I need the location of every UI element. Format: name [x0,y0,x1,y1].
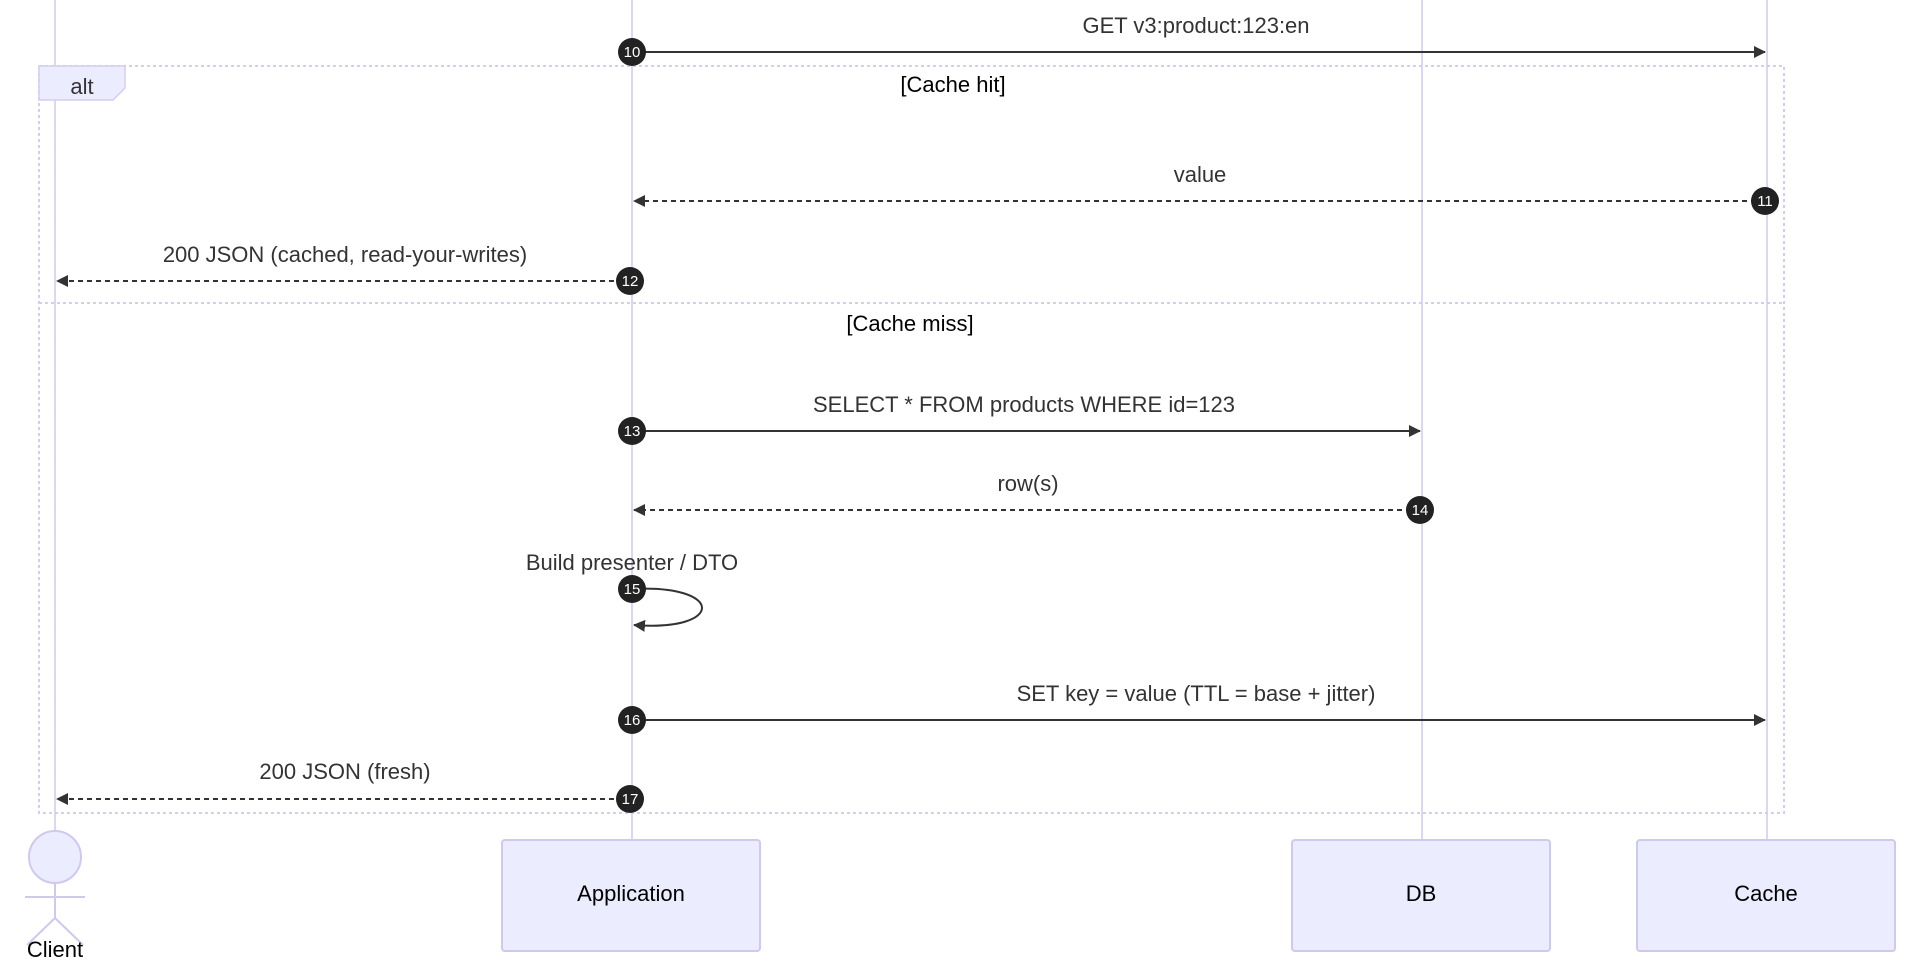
actor-db[interactable]: DB [1291,839,1551,952]
actor-label: DB [1406,881,1437,906]
message-label: SELECT * FROM products WHERE id=123 [813,392,1235,417]
message-15: Build presenter / DTO 15 [526,550,738,632]
sequence-number-badge [1751,187,1779,215]
actor-box [501,839,761,952]
sequence-number: 15 [624,581,641,598]
message-label: Build presenter / DTO [526,550,738,575]
message-10: GET v3:product:123:en 10 [618,13,1766,66]
alt-frame: alt [Cache hit] [Cache miss] [38,65,1785,814]
sequence-number: 12 [622,273,639,290]
sequence-number-badge [618,706,646,734]
sequence-number: 11 [1757,193,1773,210]
alt-condition-miss: [Cache miss] [846,311,973,336]
sequence-number-badge [1406,496,1434,524]
message-label: row(s) [997,471,1058,496]
sequence-number: 10 [624,44,641,61]
sequence-number-badge [616,267,644,295]
message-14: row(s) 14 [633,471,1434,524]
actor-label: Client [27,937,83,962]
message-label: 200 JSON (fresh) [259,759,430,784]
message-16: SET key = value (TTL = base + jitter) 16 [618,681,1766,734]
alt-condition-hit: [Cache hit] [900,72,1005,97]
sequence-number: 16 [624,712,641,729]
self-message-arrow [631,587,703,632]
message-12: 200 JSON (cached, read-your-writes) 12 [56,242,644,295]
alt-label-box [38,65,126,101]
alt-label: alt [70,74,93,99]
message-label: SET key = value (TTL = base + jitter) [1017,681,1376,706]
actor-box [1291,839,1551,952]
sequence-number-badge [616,785,644,813]
actor-figure-icon [28,830,82,884]
message-11: value 11 [633,162,1779,215]
message-label: GET v3:product:123:en [1082,13,1309,38]
sequence-number: 17 [622,791,639,808]
actor-box [1636,839,1896,952]
actor-label: Application [577,881,685,906]
actor-cache[interactable]: Cache [1636,839,1896,952]
sequence-number: 13 [624,423,641,440]
sequence-number-badge [618,575,646,603]
actor-client[interactable]: Client [25,830,85,962]
message-label: value [1174,162,1227,187]
sequence-number-badge [618,38,646,66]
sequence-number: 14 [1412,502,1429,519]
message-13: SELECT * FROM products WHERE id=123 13 [618,392,1421,445]
actor-label: Cache [1734,881,1798,906]
actor-application[interactable]: Application [501,839,761,952]
message-17: 200 JSON (fresh) 17 [56,759,644,813]
message-label: 200 JSON (cached, read-your-writes) [163,242,527,267]
sequence-number-badge [618,417,646,445]
